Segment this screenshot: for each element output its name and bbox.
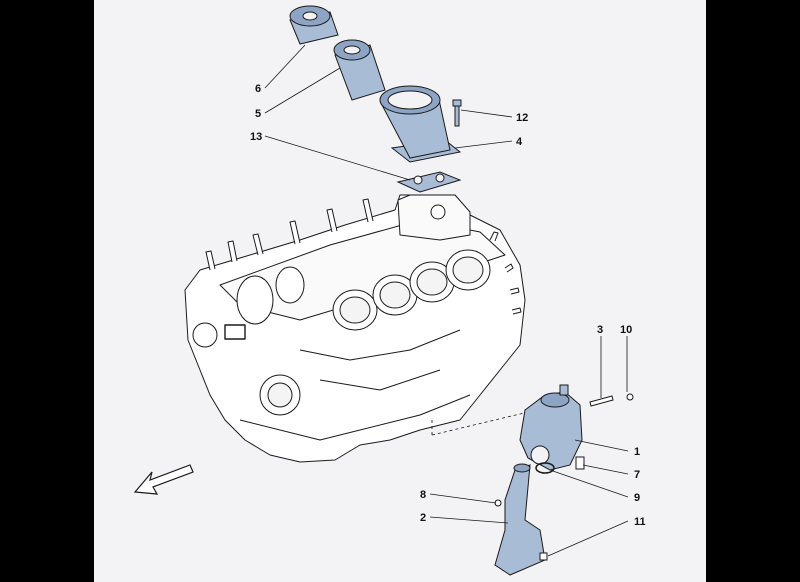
leader-lines bbox=[264, 44, 629, 557]
gasket-part-13 bbox=[396, 171, 462, 193]
callout-4: 4 bbox=[516, 136, 523, 148]
callout-13: 13 bbox=[250, 131, 262, 143]
callout-labels: 6 5 13 12 4 3 10 1 7 9 8 2 11 bbox=[250, 83, 646, 528]
callout-7: 7 bbox=[634, 469, 640, 481]
callout-2: 2 bbox=[420, 512, 426, 524]
callout-9: 9 bbox=[634, 492, 640, 504]
pickup-tube-part-2 bbox=[494, 463, 546, 576]
callout-6: 6 bbox=[255, 83, 261, 95]
filter-cartridge-part-5 bbox=[333, 39, 386, 101]
screw-part-11 bbox=[539, 552, 548, 561]
callout-3: 3 bbox=[597, 324, 603, 336]
bolt-part-7 bbox=[575, 456, 585, 470]
engine-block bbox=[184, 194, 526, 463]
callout-11: 11 bbox=[634, 516, 646, 528]
callout-1: 1 bbox=[634, 446, 640, 458]
nut-part-10 bbox=[626, 393, 634, 401]
front-arrow-icon bbox=[133, 464, 194, 495]
callout-12: 12 bbox=[516, 112, 528, 124]
callout-10: 10 bbox=[620, 324, 632, 336]
diagram-canvas: 6 5 13 12 4 3 10 1 7 9 8 2 11 bbox=[94, 0, 706, 582]
exploded-view-diagram: 6 5 13 12 4 3 10 1 7 9 8 2 11 bbox=[133, 5, 646, 576]
o-ring-part-9 bbox=[535, 462, 555, 474]
oil-pump-part-1 bbox=[519, 384, 583, 471]
filter-housing-part-4 bbox=[379, 85, 462, 163]
callout-5: 5 bbox=[255, 108, 261, 120]
filter-cap-part-6 bbox=[289, 5, 339, 45]
screw-part-12 bbox=[452, 99, 462, 127]
stud-part-3 bbox=[589, 395, 614, 407]
callout-8: 8 bbox=[420, 489, 426, 501]
